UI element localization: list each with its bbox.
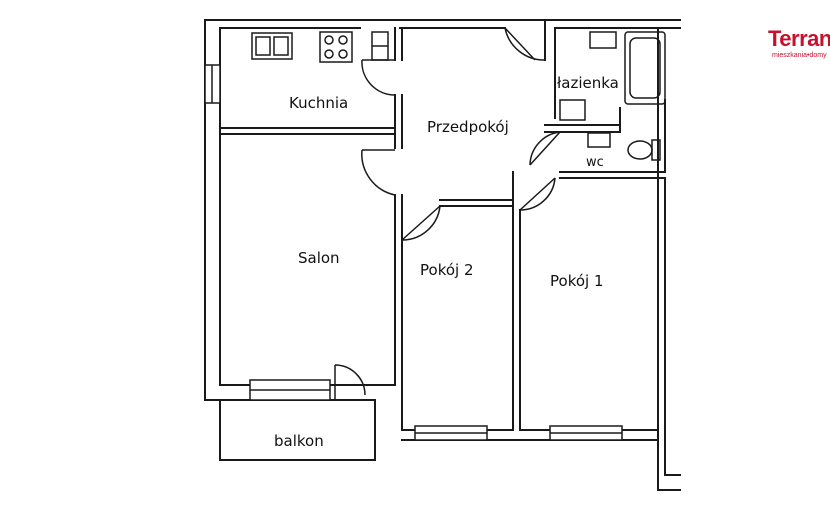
room-label-living-room: Salon <box>298 249 340 267</box>
room-separator-wall <box>512 171 521 431</box>
toilet <box>627 140 653 160</box>
bathtub <box>624 31 666 105</box>
kitchen-wall <box>219 127 396 135</box>
salon-right-wall <box>394 194 403 431</box>
door-kitchen <box>361 59 396 96</box>
room-label-kitchen: Kuchnia <box>289 94 348 112</box>
outer-wall-top <box>204 19 546 29</box>
right-extension <box>657 439 681 491</box>
door-room1 <box>519 177 556 211</box>
door-entrance <box>504 27 546 61</box>
room-label-room1: Pokój 1 <box>550 272 604 290</box>
kitchen-stove <box>319 31 353 63</box>
balcony-outline <box>219 399 376 461</box>
kitchen-hall-wall <box>394 27 403 149</box>
room1-top-wall <box>559 171 666 179</box>
door-room2 <box>401 205 441 241</box>
outer-wall-top-right <box>544 19 681 61</box>
door-balcony <box>334 364 366 400</box>
bathroom-wall <box>544 59 621 133</box>
room-label-balcony: balkon <box>274 432 324 450</box>
wc-basin <box>587 132 611 148</box>
brand-tagline: mieszkania•domy <box>772 52 827 59</box>
washbasin <box>589 31 617 49</box>
room-label-room2: Pokój 2 <box>420 261 474 279</box>
brand-name: Terranu <box>768 26 830 51</box>
room2-top-wall <box>439 199 514 207</box>
room-label-bathroom: łazienka <box>557 74 619 92</box>
washing-machine <box>559 99 586 121</box>
room-label-wc: wc <box>586 155 604 170</box>
brand-logo: Terranu mieszkania•domy <box>764 26 830 66</box>
kitchen-sink <box>251 32 293 60</box>
door-wc <box>529 131 561 166</box>
outer-wall-right <box>657 27 666 441</box>
door-salon <box>361 149 396 196</box>
room-label-hallway: Przedpokój <box>427 118 509 136</box>
